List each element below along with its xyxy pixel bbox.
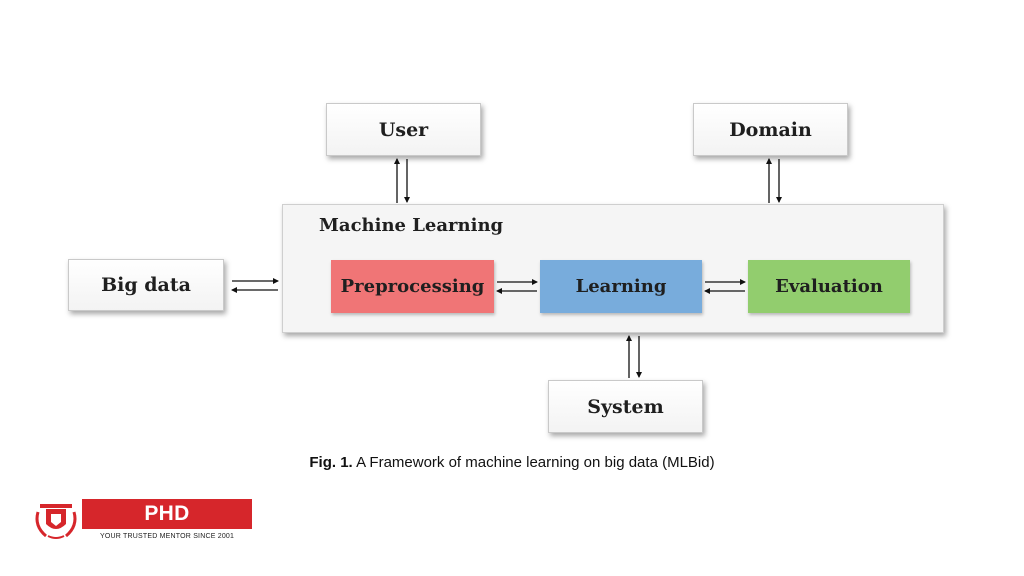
logo-wordmark: PHD ASSISTANCE [82, 499, 252, 555]
big-data-node: Big data [68, 259, 224, 311]
user-node-label: User [378, 118, 429, 141]
preprocessing-label: Preprocessing [340, 276, 485, 297]
figure-caption: Fig. 1. A Framework of machine learning … [0, 454, 1024, 471]
system-node-label: System [587, 395, 664, 418]
learning-label: Learning [575, 276, 667, 297]
caption-text: A Framework of machine learning on big d… [352, 454, 715, 471]
laurel-emblem-icon [35, 504, 77, 539]
preprocessing-stage: Preprocessing [331, 260, 494, 313]
evaluation-label: Evaluation [775, 276, 883, 297]
logo-tagline: YOUR TRUSTED MENTOR SINCE 2001 [100, 533, 235, 540]
learning-stage: Learning [540, 260, 702, 313]
system-node: System [548, 380, 703, 433]
caption-label: Fig. 1. [309, 454, 353, 471]
evaluation-stage: Evaluation [748, 260, 910, 313]
user-node: User [326, 103, 481, 156]
phd-assistance-logo: PHD ASSISTANCE YOUR TRUSTED MENTOR SINCE… [32, 496, 254, 555]
big-data-node-label: Big data [101, 274, 191, 296]
domain-node-label: Domain [729, 118, 812, 141]
domain-node: Domain [693, 103, 848, 156]
machine-learning-title: Machine Learning [319, 215, 504, 236]
